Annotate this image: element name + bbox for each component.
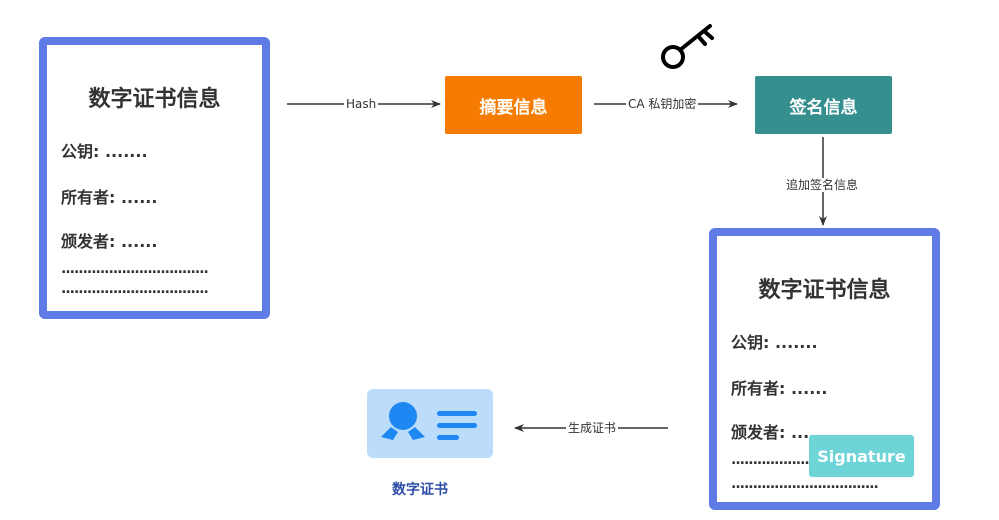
edge-label-append-signature: 追加签名信息 (784, 178, 861, 192)
issuer-field: 颁发者: ...... (731, 423, 828, 442)
ellipsis-line: .................................. (61, 261, 209, 277)
ellipsis-line: .................................. (61, 281, 209, 297)
certificate-info-card-signed: 数字证书信息 公钥: ....... 所有者: ...... 颁发者: ....… (709, 228, 940, 510)
owner-field: 所有者: ...... (61, 188, 158, 207)
signature-tag: Signature (809, 435, 914, 477)
owner-field: 所有者: ...... (731, 379, 828, 398)
signature-info-node: 签名信息 (755, 76, 892, 134)
public-key-field: 公钥: ....... (731, 333, 818, 352)
certificate-badge-icon (381, 402, 477, 440)
certificate-info-card-source: 数字证书信息 公钥: ....... 所有者: ...... 颁发者: ....… (39, 37, 270, 319)
ellipsis-line: .................................. (731, 476, 879, 492)
certificate-icon (367, 389, 493, 458)
key-icon (661, 24, 714, 69)
public-key-field: 公钥: ....... (61, 142, 148, 161)
issuer-field: 颁发者: ...... (61, 232, 158, 251)
edge-label-generate-cert: 生成证书 (566, 421, 619, 435)
ellipsis-line: .................. (731, 452, 810, 468)
card-title: 数字证书信息 (758, 278, 891, 303)
edge-label-hash: Hash (344, 97, 379, 111)
certificate-caption: 数字证书 (392, 482, 448, 498)
card-title: 数字证书信息 (88, 87, 221, 112)
edge-label-ca-encrypt: CA 私钥加密 (626, 97, 699, 111)
digest-info-node: 摘要信息 (445, 76, 582, 134)
